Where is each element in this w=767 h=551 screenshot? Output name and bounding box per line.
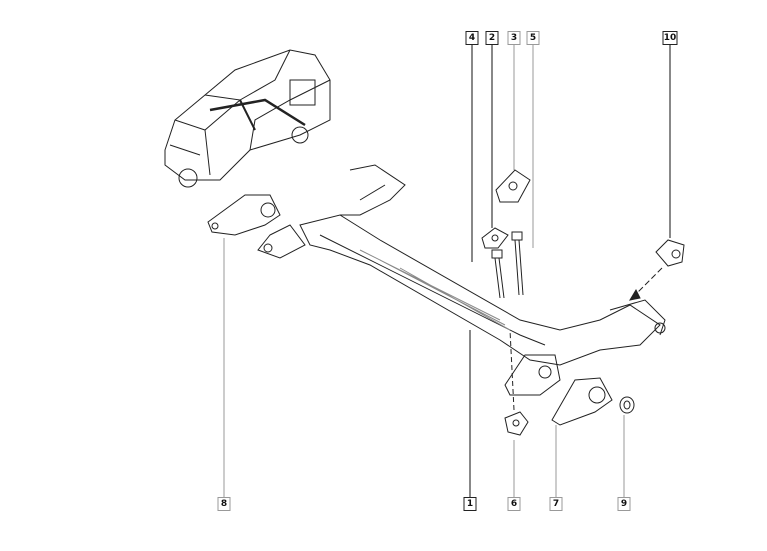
- callout-7: 7: [549, 497, 563, 511]
- leader-lines: [223, 44, 671, 498]
- part-7-mount: [551, 377, 613, 426]
- part-5-bolt: [511, 231, 524, 296]
- callout-6: 6: [507, 497, 521, 511]
- callout-2: 2: [485, 31, 499, 45]
- callout-4: 4: [465, 31, 479, 45]
- callout-1: 1: [463, 497, 477, 511]
- rear-axle-beam: [257, 164, 666, 396]
- callout-3: 3: [507, 31, 521, 45]
- part-2-washer: [481, 227, 509, 249]
- part-8-mount: [207, 194, 281, 236]
- part-6-nut: [504, 329, 529, 436]
- part-4-bolt: [491, 249, 505, 299]
- part-3-plate: [495, 169, 531, 203]
- callout-5: 5: [526, 31, 540, 45]
- vehicle-illustration: [164, 49, 331, 188]
- callout-10: 10: [662, 31, 678, 45]
- callout-8: 8: [217, 497, 231, 511]
- part-9-bush: [619, 396, 635, 414]
- part-10-bracket: [628, 239, 685, 301]
- callout-9: 9: [617, 497, 631, 511]
